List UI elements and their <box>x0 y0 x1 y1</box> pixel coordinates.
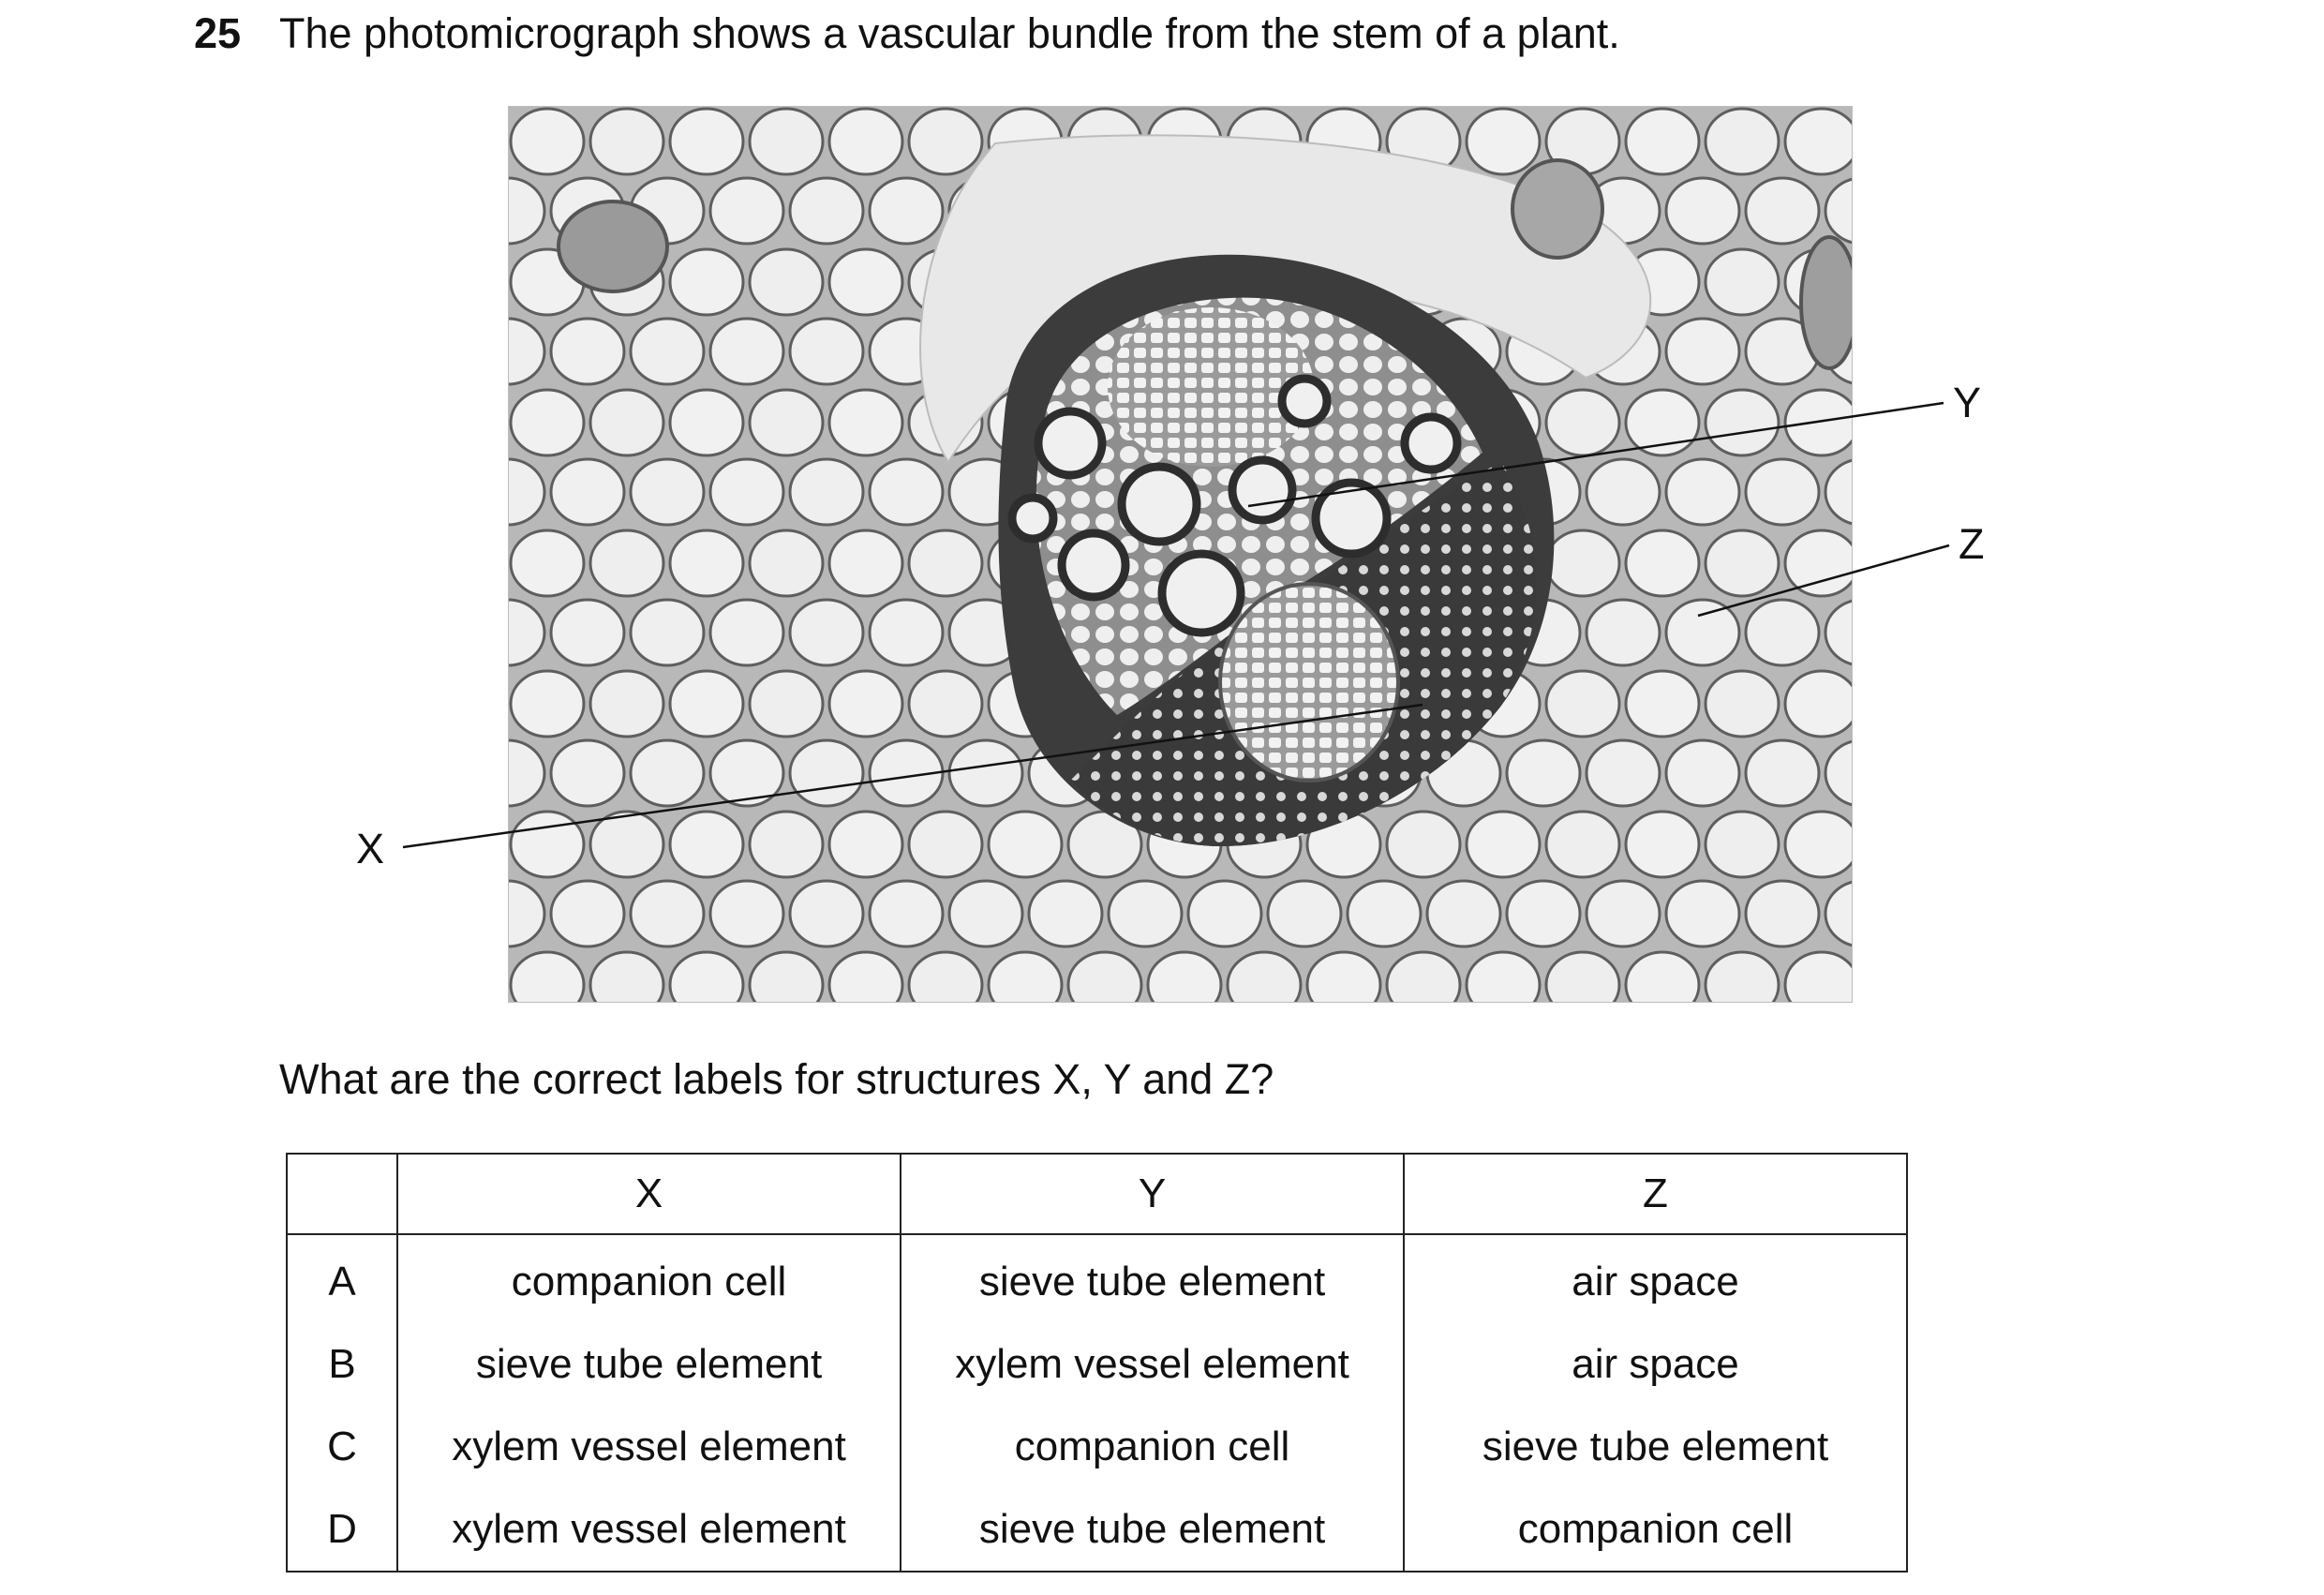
table-row-b[interactable]: B sieve tube element xylem vessel elemen… <box>286 1323 1908 1406</box>
table-header-row: X Y Z <box>286 1153 1908 1235</box>
table-header-x: X <box>396 1153 901 1235</box>
table-row-c[interactable]: C xylem vessel element companion cell si… <box>286 1406 1908 1488</box>
question-prompt: What are the correct labels for structur… <box>279 1055 1274 1103</box>
option-key: B <box>286 1323 398 1406</box>
option-z-value: air space <box>1403 1323 1908 1406</box>
question-text: The photomicrograph shows a vascular bun… <box>279 9 1620 57</box>
table-header-key <box>286 1153 398 1235</box>
option-z-value: air space <box>1403 1234 1908 1323</box>
table-row-d[interactable]: D xylem vessel element sieve tube elemen… <box>286 1488 1908 1573</box>
option-z-value: companion cell <box>1403 1488 1908 1573</box>
option-x-value: xylem vessel element <box>396 1406 901 1488</box>
figure-label-x: X <box>356 825 385 872</box>
option-x-value: xylem vessel element <box>396 1488 901 1573</box>
table-row-a[interactable]: A companion cell sieve tube element air … <box>286 1234 1908 1323</box>
question-number: 25 <box>194 9 242 57</box>
option-key: D <box>286 1488 398 1573</box>
table-header-z: Z <box>1403 1153 1908 1235</box>
option-z-value: sieve tube element <box>1403 1406 1908 1488</box>
photomicrograph <box>508 106 1853 1003</box>
figure-label-y: Y <box>1953 379 1982 426</box>
figure-label-z: Z <box>1959 520 1985 568</box>
option-x-value: sieve tube element <box>396 1323 901 1406</box>
option-x-value: companion cell <box>396 1234 901 1323</box>
option-key: C <box>286 1406 398 1488</box>
option-y-value: sieve tube element <box>900 1488 1405 1573</box>
option-key: A <box>286 1234 398 1323</box>
option-y-value: companion cell <box>900 1406 1405 1488</box>
answer-options-table: X Y Z A companion cell sieve tube elemen… <box>286 1153 1908 1573</box>
table-header-y: Y <box>900 1153 1405 1235</box>
option-y-value: sieve tube element <box>900 1234 1405 1323</box>
option-y-value: xylem vessel element <box>900 1323 1405 1406</box>
photomicrograph-illustration <box>508 106 1853 1003</box>
